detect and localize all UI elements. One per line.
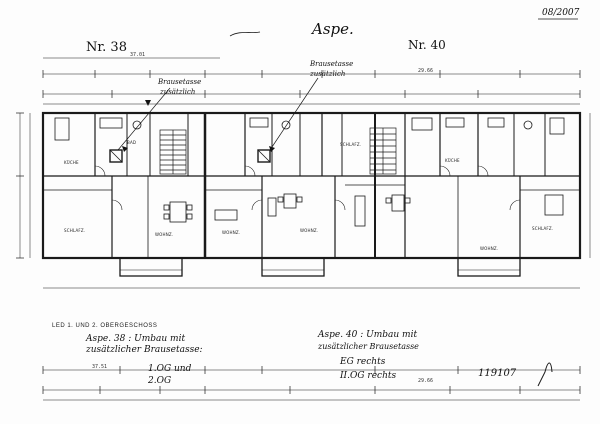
- room-label: KÜCHE: [64, 160, 79, 165]
- note-left-line3: 1.OG und: [148, 364, 192, 374]
- room-label: SCHLAFZ.: [532, 226, 554, 231]
- note-left-line2: zusätzlicher Brausetasse:: [86, 345, 203, 355]
- dim-top-left: 37.01: [130, 52, 146, 58]
- room-label: SCHLAFZ.: [340, 142, 362, 147]
- dim-bottom-right: 29.66: [418, 378, 434, 384]
- unit-label-right: Nr. 40: [408, 38, 446, 52]
- room-label: WOHNZ.: [480, 246, 499, 251]
- note-left-line4: 2.OG: [148, 376, 172, 386]
- note-left-line1: Aspe. 38 : Umbau mit: [86, 334, 186, 344]
- callout-shower-left-1: Brausetasse: [158, 78, 202, 86]
- room-label: KÜCHE: [445, 158, 460, 163]
- note-right-line1: Aspe. 40 : Umbau mit: [318, 330, 418, 340]
- note-right-line2: zusätzlicher Brausetasse: [318, 342, 419, 351]
- room-label: SCHLAFZ.: [64, 228, 86, 233]
- callout-shower-mid-2: zusätzlich: [310, 70, 346, 78]
- room-label: WOHNZ.: [300, 228, 319, 233]
- room-label: WOHNZ.: [222, 230, 241, 235]
- room-label: BAD: [127, 140, 137, 145]
- floor-label: LED 1. UND 2. OBERGESCHOSS: [52, 323, 158, 329]
- room-label: WOHNZ.: [155, 232, 174, 237]
- callout-shower-left-2: zusätzlich: [160, 88, 196, 96]
- dim-bottom-left: 37.51: [92, 364, 108, 370]
- drawing-date: 08/2007: [542, 8, 580, 18]
- sheet-number: 119107: [478, 368, 517, 379]
- note-right-line4: II.OG rechts: [340, 371, 397, 381]
- dim-top-right: 29.66: [418, 68, 434, 74]
- drawing-title: Aspe.: [312, 20, 354, 38]
- unit-label-left: Nr. 38: [86, 40, 127, 55]
- note-right-line3: EG rechts: [340, 357, 386, 367]
- callout-shower-mid-1: Brausetasse: [310, 60, 354, 68]
